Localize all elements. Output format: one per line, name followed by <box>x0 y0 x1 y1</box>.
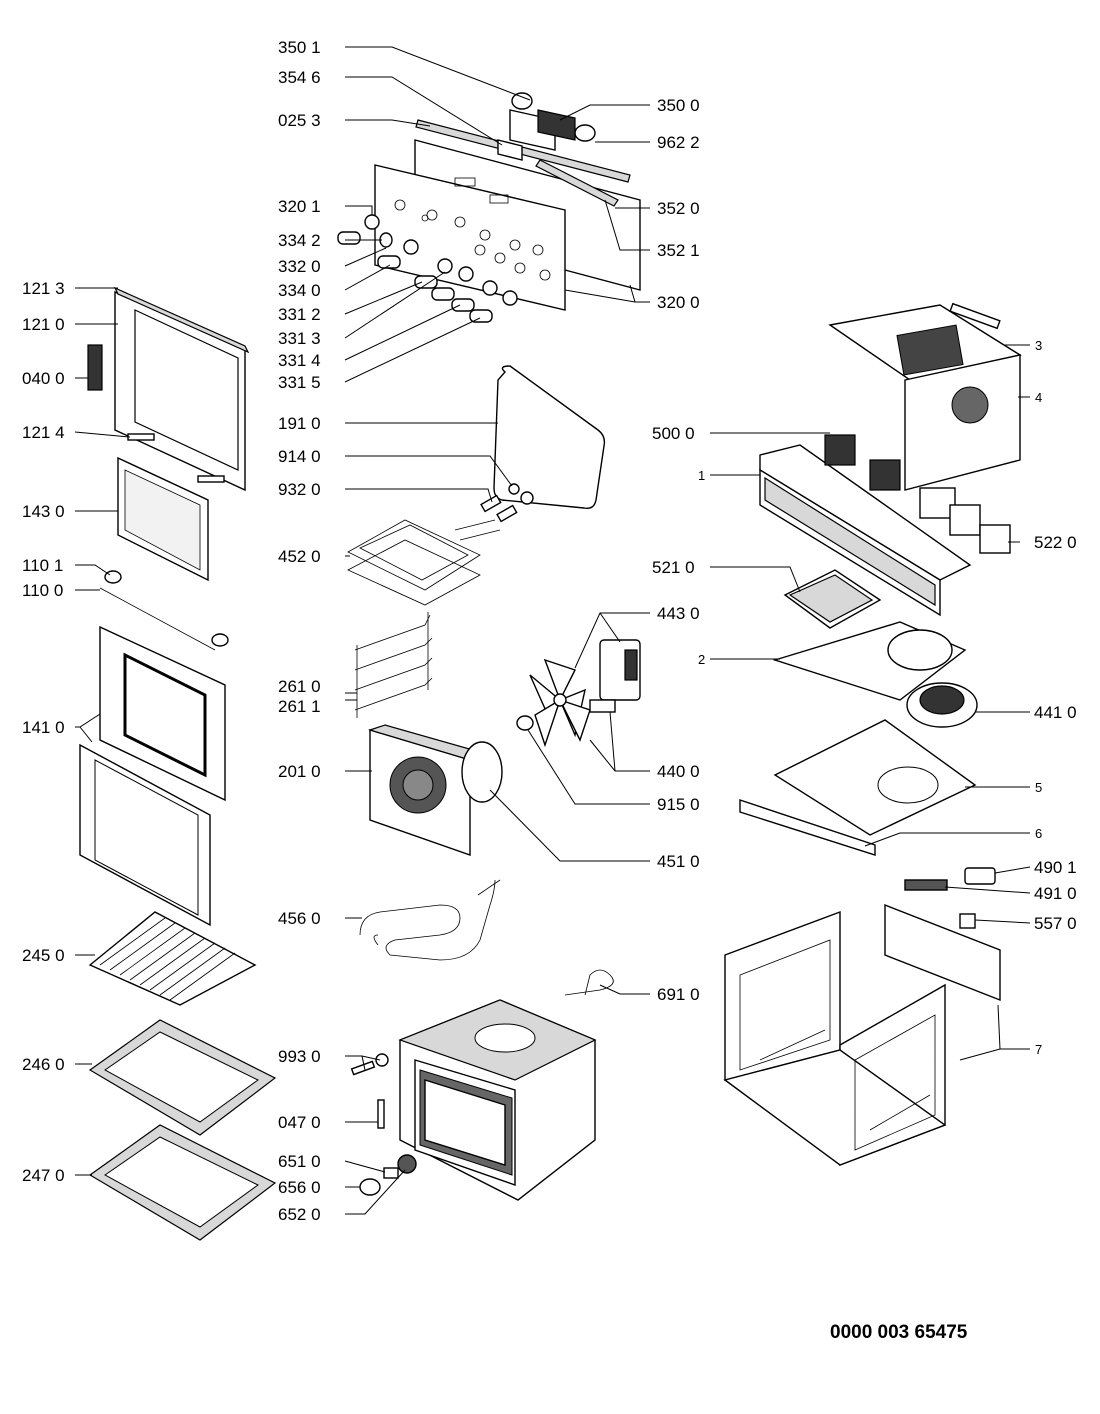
outer-casing <box>723 903 1001 1167</box>
leader-lines <box>74 46 1031 1215</box>
label-332-0: 332 0 <box>278 257 321 276</box>
wire-shelf <box>88 911 257 1006</box>
label-6: 6 <box>1035 826 1042 841</box>
label-490-1: 490 1 <box>1034 858 1077 877</box>
inner-glass <box>117 456 209 582</box>
label-331-2: 331 2 <box>278 305 321 324</box>
label-261-1: 261 1 <box>278 697 321 716</box>
oven-cavity <box>398 999 597 1201</box>
label-245-0: 245 0 <box>22 946 65 965</box>
label-521-0: 521 0 <box>652 558 695 577</box>
label-691-0: 691 0 <box>657 985 700 1004</box>
label-350-0: 350 0 <box>657 96 700 115</box>
label-331-5: 331 5 <box>278 373 321 392</box>
outer-door-glass <box>79 625 226 927</box>
temperature-sensor <box>564 969 614 996</box>
label-121-4: 121 4 <box>22 423 65 442</box>
lamp-parts <box>350 1053 417 1196</box>
shelf-runners <box>354 612 433 718</box>
control-board-bracket <box>759 434 1011 617</box>
label-914-0: 914 0 <box>278 447 321 466</box>
label-651-0: 651 0 <box>278 1152 321 1171</box>
label-451-0: 451 0 <box>657 852 700 871</box>
label-7: 7 <box>1035 1042 1042 1057</box>
fan-motor-assembly <box>516 639 641 748</box>
label-350-1: 350 1 <box>278 38 321 57</box>
label-261-0: 261 0 <box>278 677 321 696</box>
label-047-0: 047 0 <box>278 1113 321 1132</box>
label-522-0: 522 0 <box>1034 533 1077 552</box>
label-962-2: 962 2 <box>657 133 700 152</box>
label-452-0: 452 0 <box>278 547 321 566</box>
label-652-0: 652 0 <box>278 1205 321 1224</box>
fan-fixings <box>480 483 534 523</box>
label-334-0: 334 0 <box>278 281 321 300</box>
door-frame <box>87 286 250 492</box>
top-cover <box>828 302 1022 491</box>
label-441-0: 441 0 <box>1034 703 1077 722</box>
label-331-4: 331 4 <box>278 351 321 370</box>
label-491-0: 491 0 <box>1034 884 1077 903</box>
label-121-0: 121 0 <box>22 315 65 334</box>
label-247-0: 247 0 <box>22 1166 65 1185</box>
label-932-0: 932 0 <box>278 480 321 499</box>
label-331-3: 331 3 <box>278 329 321 348</box>
label-5: 5 <box>1035 780 1042 795</box>
label-1: 1 <box>698 468 705 483</box>
heating-element <box>359 879 501 961</box>
cooling-fan <box>906 682 978 728</box>
label-440-0: 440 0 <box>657 762 700 781</box>
label-201-0: 201 0 <box>278 762 321 781</box>
fan-cover <box>368 724 482 856</box>
label-320-0: 320 0 <box>657 293 700 312</box>
control-panel <box>374 92 641 311</box>
relay-board <box>783 569 882 629</box>
label-110-1: 110 1 <box>22 556 63 575</box>
label-320-1: 320 1 <box>278 197 321 216</box>
label-040-0: 040 0 <box>22 369 65 388</box>
label-191-0: 191 0 <box>278 414 321 433</box>
label-246-0: 246 0 <box>22 1055 65 1074</box>
fan-housing-plate <box>772 621 967 701</box>
baking-tray <box>88 1019 277 1136</box>
label-141-0: 141 0 <box>22 718 65 737</box>
label-3: 3 <box>1035 338 1042 353</box>
terminal-blocks <box>904 867 996 929</box>
label-352-1: 352 1 <box>657 241 700 260</box>
label-993-0: 993 0 <box>278 1047 321 1066</box>
label-143-0: 143 0 <box>22 502 65 521</box>
label-443-0: 443 0 <box>657 604 700 623</box>
control-knobs <box>337 214 518 323</box>
label-352-0: 352 0 <box>657 199 700 218</box>
grill-element <box>347 519 501 606</box>
document-number: 0000 003 65475 <box>830 1322 968 1343</box>
insulation-plates <box>739 719 977 856</box>
label-2: 2 <box>698 652 705 667</box>
label-354-6: 354 6 <box>278 68 321 87</box>
roasting-tray <box>88 1124 277 1241</box>
label-915-0: 915 0 <box>657 795 700 814</box>
label-025-3: 025 3 <box>278 111 321 130</box>
label-500-0: 500 0 <box>652 424 695 443</box>
label-656-0: 656 0 <box>278 1178 321 1197</box>
label-456-0: 456 0 <box>278 909 321 928</box>
label-557-0: 557 0 <box>1034 914 1077 933</box>
label-110-0: 110 0 <box>22 581 63 600</box>
fan-ring <box>461 741 503 803</box>
label-121-3: 121 3 <box>22 279 65 298</box>
label-4: 4 <box>1035 390 1042 405</box>
label-334-2: 334 2 <box>278 231 321 250</box>
part-labels: 350 1 354 6 025 3 350 0 962 2 320 1 352 … <box>22 38 1077 1343</box>
